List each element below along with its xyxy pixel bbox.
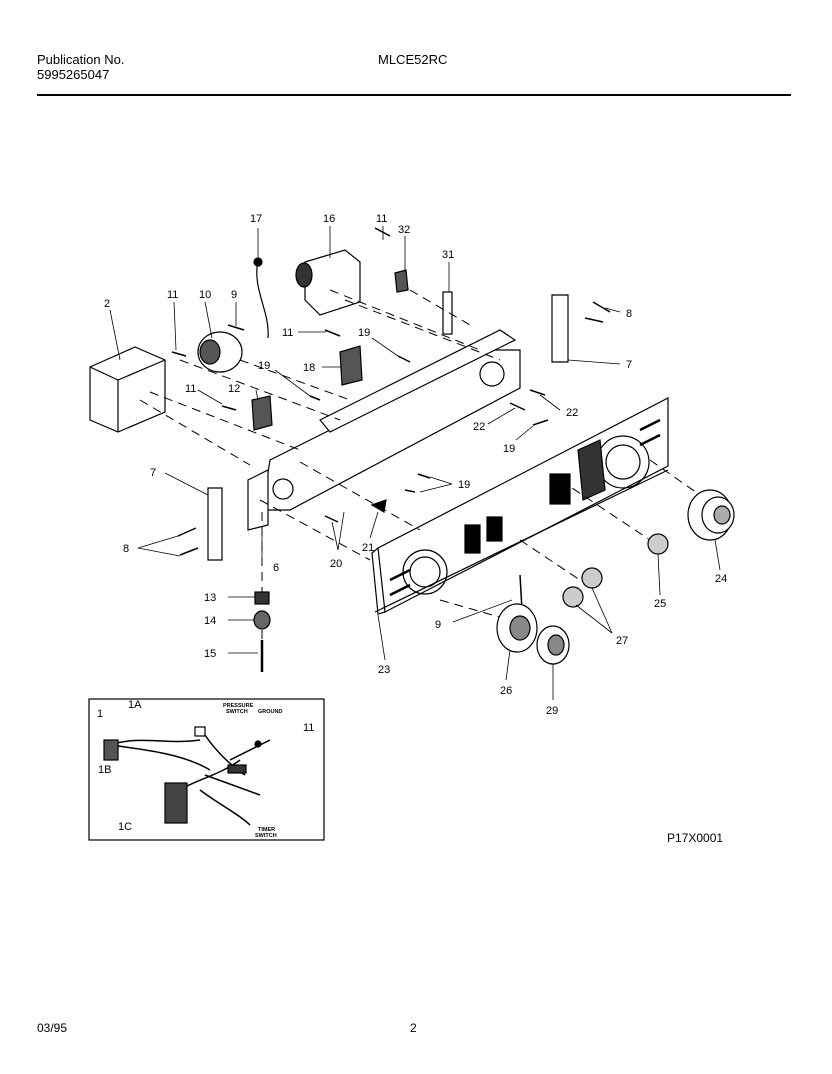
callout-19: 19	[358, 327, 370, 339]
callout-20: 20	[330, 558, 342, 570]
callout-26: 26	[500, 685, 512, 697]
inset-callout-11: 11	[303, 722, 314, 734]
callout-11: 11	[282, 327, 293, 339]
callout-6: 6	[273, 562, 279, 574]
model-number: MLCE52RC	[378, 52, 448, 67]
callout-9: 9	[231, 289, 237, 301]
callout-11: 11	[376, 213, 387, 225]
callout-22: 22	[566, 407, 578, 419]
callout-18: 18	[303, 362, 315, 374]
inset-callout-1b: 1B	[98, 764, 111, 776]
inset-ground-label: GROUND	[258, 709, 282, 715]
callout-2: 2	[104, 298, 110, 310]
callout-27: 27	[616, 635, 628, 647]
footer-page-number: 2	[410, 1021, 417, 1035]
diagram-drawing	[88, 226, 735, 841]
callout-8: 8	[123, 543, 129, 555]
callout-10: 10	[199, 289, 211, 301]
callout-7: 7	[626, 359, 632, 371]
callout-8: 8	[626, 308, 632, 320]
callout-14: 14	[204, 615, 216, 627]
callout-23: 23	[378, 664, 390, 676]
callout-25: 25	[654, 598, 666, 610]
callout-7: 7	[150, 467, 156, 479]
callout-24: 24	[715, 573, 727, 585]
callout-32: 32	[398, 224, 410, 236]
inset-pressure-label: PRESSURE	[223, 703, 254, 709]
callout-13: 13	[204, 592, 216, 604]
callout-19: 19	[258, 360, 270, 372]
footer-date: 03/95	[37, 1021, 68, 1035]
callout-15: 15	[204, 648, 216, 660]
callout-21: 21	[362, 542, 374, 554]
callout-17: 17	[250, 213, 262, 225]
callout-19: 19	[503, 443, 515, 455]
publication-number: 5995265047	[37, 67, 110, 82]
callout-9: 9	[435, 619, 441, 631]
publication-label: Publication No.	[37, 52, 125, 67]
inset-switch-label: SWITCH	[226, 709, 248, 715]
callout-11: 11	[185, 383, 196, 395]
callout-11: 11	[167, 289, 178, 301]
inset-timer-label: TIMER	[258, 827, 275, 833]
callout-31: 31	[442, 249, 454, 261]
callout-29: 29	[546, 705, 558, 717]
callout-22: 22	[473, 421, 485, 433]
callout-19: 19	[458, 479, 470, 491]
inset-callout-1: 1	[97, 708, 103, 720]
header-rule	[37, 94, 791, 96]
harness-inset-labels: 1A 1 11 1B 1C PRESSURE SWITCH GROUND TIM…	[97, 699, 314, 839]
inset-timer-switch-label: SWITCH	[255, 833, 277, 839]
figure-code: P17X0001	[667, 831, 723, 845]
inset-callout-1c: 1C	[118, 821, 132, 833]
callout-labels: 17 16 11 32 31 2 11 10 9 8 11 19 18 7 19…	[104, 213, 727, 717]
inset-callout-1a: 1A	[128, 699, 142, 711]
callout-16: 16	[323, 213, 335, 225]
callout-12: 12	[228, 383, 240, 395]
